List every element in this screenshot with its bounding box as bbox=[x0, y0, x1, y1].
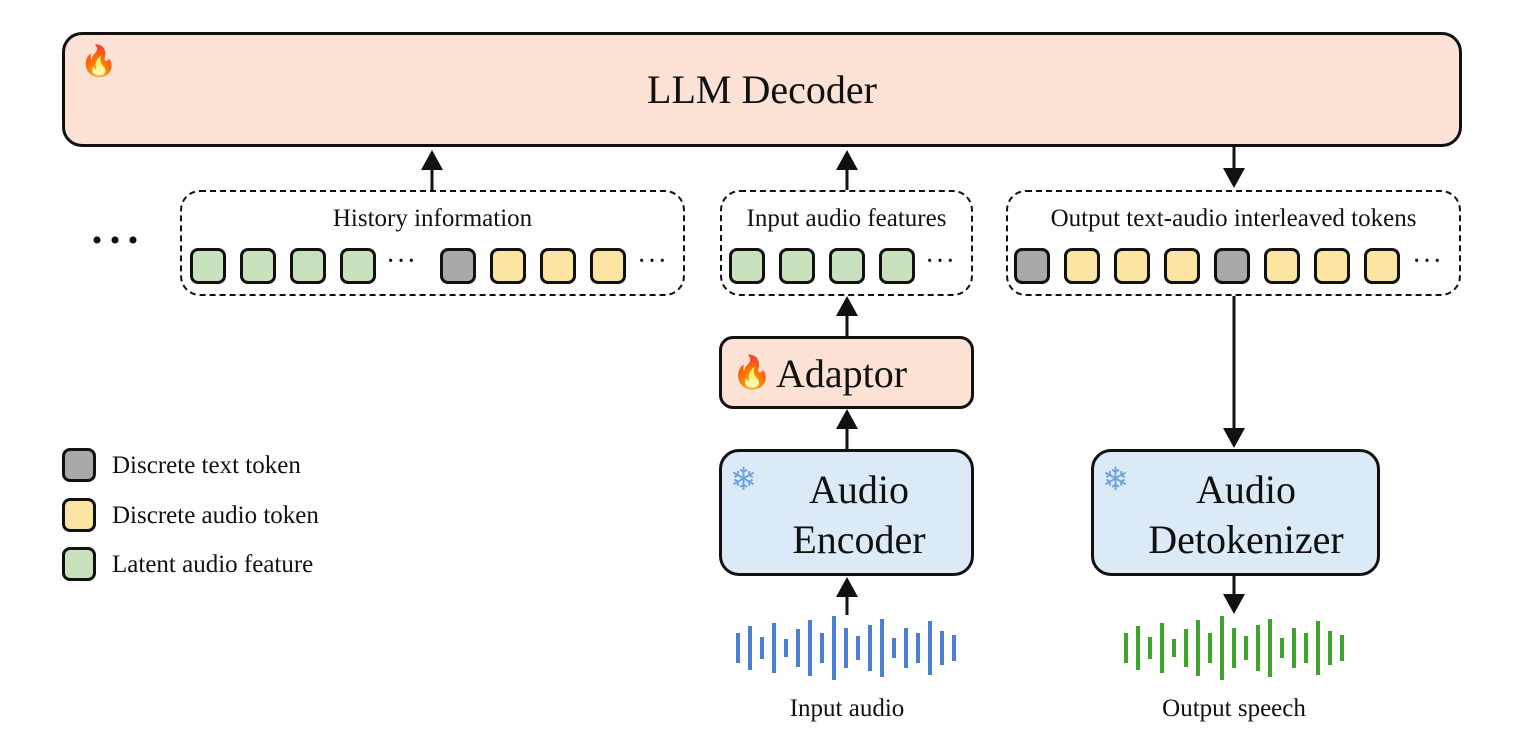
latent-feature-token bbox=[190, 248, 226, 284]
arrowhead-up bbox=[836, 577, 858, 597]
adaptor-box bbox=[719, 336, 974, 409]
audio-detokenizer-box bbox=[1091, 449, 1380, 576]
token-ellipsis: ··· bbox=[637, 246, 668, 277]
llm-decoder-label: LLM Decoder bbox=[647, 67, 877, 112]
audio-token bbox=[1364, 248, 1400, 284]
adaptor-label: Adaptor bbox=[776, 351, 908, 396]
fire-icon: 🔥 bbox=[80, 44, 118, 79]
legend-swatch-text-token bbox=[62, 448, 96, 482]
latent-feature-token bbox=[240, 248, 276, 284]
legend-label-latent-feature: Latent audio feature bbox=[112, 551, 314, 578]
audio-encoder-line1: Audio bbox=[809, 467, 909, 512]
token-ellipsis: ··· bbox=[1412, 246, 1443, 277]
arrowhead-up bbox=[836, 296, 858, 316]
input-audio-label: Input audio bbox=[789, 695, 905, 722]
arrowhead-down bbox=[1223, 594, 1245, 614]
audio-token bbox=[1314, 248, 1350, 284]
audio-detokenizer-line1: Audio bbox=[1196, 467, 1296, 512]
audio-detokenizer-line2: Detokenizer bbox=[1148, 517, 1344, 562]
llm-decoder-box bbox=[62, 32, 1462, 147]
arrowhead-up bbox=[836, 150, 858, 170]
audio-token bbox=[590, 248, 626, 284]
audio-token bbox=[1114, 248, 1150, 284]
text-token bbox=[1014, 248, 1050, 284]
ellipsis-left: • • • bbox=[91, 224, 139, 257]
text-token bbox=[440, 248, 476, 284]
history-label: History information bbox=[332, 205, 533, 232]
audio-token bbox=[490, 248, 526, 284]
token-ellipsis: ··· bbox=[925, 246, 956, 277]
legend-swatch-latent-feature bbox=[62, 547, 96, 581]
snowflake-icon: ❄ bbox=[730, 460, 757, 498]
input-audio-waveform bbox=[736, 616, 956, 680]
latent-feature-token bbox=[879, 248, 915, 284]
snowflake-icon: ❄ bbox=[1102, 460, 1129, 498]
arrowhead-up bbox=[836, 409, 858, 429]
output-speech-label: Output speech bbox=[1162, 695, 1306, 722]
arrowhead-down bbox=[1223, 428, 1245, 448]
latent-feature-token bbox=[729, 248, 765, 284]
latent-feature-token bbox=[779, 248, 815, 284]
audio-encoder-box bbox=[719, 449, 974, 576]
output-tokens-label: Output text-audio interleaved tokens bbox=[1050, 205, 1417, 232]
arrowhead-down bbox=[1223, 168, 1245, 188]
audio-token bbox=[1264, 248, 1300, 284]
legend-label-text-token: Discrete text token bbox=[112, 452, 301, 479]
legend-swatch-audio-token bbox=[62, 498, 96, 532]
token-ellipsis: ··· bbox=[386, 246, 417, 277]
arrowhead-up bbox=[421, 150, 443, 170]
input-features-label: Input audio features bbox=[746, 205, 947, 232]
latent-feature-token bbox=[290, 248, 326, 284]
latent-feature-token bbox=[829, 248, 865, 284]
audio-token bbox=[1164, 248, 1200, 284]
fire-icon: 🔥 bbox=[732, 353, 772, 391]
legend-label-audio-token: Discrete audio token bbox=[112, 502, 319, 529]
output-speech-waveform bbox=[1124, 616, 1344, 680]
audio-encoder-line2: Encoder bbox=[792, 517, 926, 562]
text-token bbox=[1214, 248, 1250, 284]
audio-token bbox=[1064, 248, 1100, 284]
latent-feature-token bbox=[340, 248, 376, 284]
audio-token bbox=[540, 248, 576, 284]
